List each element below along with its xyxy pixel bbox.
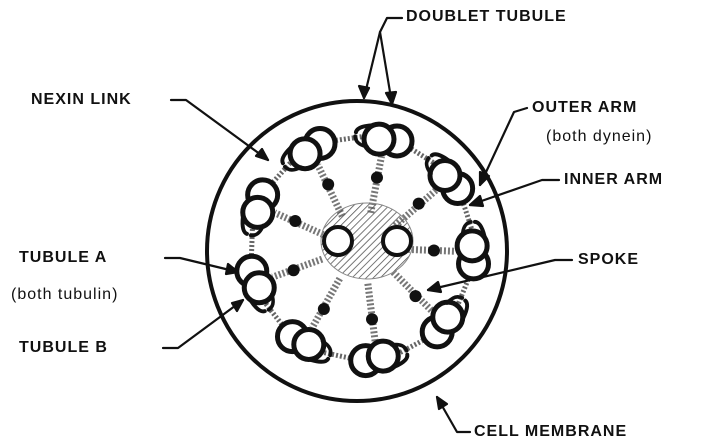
- tubule-a: [244, 273, 274, 303]
- label-cell-membrane: CELL MEMBRANE: [474, 423, 627, 441]
- outer-dynein-arm: [311, 359, 328, 362]
- tubule-a: [430, 161, 460, 191]
- doublet-tubule: [355, 124, 412, 156]
- leader-tubule-b: [163, 300, 243, 348]
- doublet-tubule: [351, 341, 408, 375]
- tubule-a: [290, 139, 320, 169]
- spoke-head: [428, 245, 440, 257]
- leader-nexin-link: [171, 100, 268, 160]
- tubule-a: [294, 329, 324, 359]
- tubule-a: [243, 197, 273, 227]
- spoke-head: [288, 264, 300, 276]
- label-tubule-a: TUBULE A: [19, 249, 107, 267]
- leader-doublet-tubule: [364, 18, 402, 98]
- spoke-head: [366, 313, 378, 325]
- spoke-head: [413, 198, 425, 210]
- spoke-head: [322, 178, 334, 190]
- arrowhead-spoke: [428, 282, 441, 292]
- outer-dynein-arm: [463, 301, 467, 318]
- arrowhead-doublet-1: [359, 86, 369, 98]
- label-outer-arm-note: (both dynein): [546, 128, 652, 146]
- label-nexin-link: NEXIN LINK: [31, 91, 132, 109]
- spoke-head: [289, 215, 301, 227]
- doublet-tubule: [457, 222, 488, 279]
- leader-spoke: [428, 260, 572, 290]
- label-inner-arm: INNER ARM: [564, 171, 663, 189]
- label-outer-arm: OUTER ARM: [532, 99, 637, 117]
- arrowhead-nexin: [256, 149, 268, 160]
- doublet-tubule: [277, 322, 330, 362]
- radial-spoke: [318, 165, 342, 216]
- inner-dynein-arm: [285, 167, 301, 170]
- spoke-head: [318, 303, 330, 315]
- leader-inner-arm: [470, 180, 559, 205]
- tubule-a: [364, 124, 394, 154]
- central-tubule-right: [383, 227, 411, 255]
- label-tubule-b: TUBULE B: [19, 339, 108, 357]
- label-spoke: SPOKE: [578, 251, 639, 269]
- label-doublet-tubule: DOUBLET TUBULE: [406, 8, 567, 26]
- central-apparatus: [321, 203, 413, 279]
- label-tubule-a-note: (both tubulin): [11, 286, 118, 304]
- inner-dynein-arm: [427, 158, 431, 174]
- doublet-tubule: [243, 180, 278, 236]
- spoke-head: [410, 290, 422, 302]
- spoke-head: [371, 172, 383, 184]
- arrowhead-cell-membrane: [437, 397, 447, 409]
- tubule-a: [433, 302, 463, 332]
- arrowhead-tubule-b: [232, 300, 243, 311]
- radial-spoke: [368, 284, 375, 341]
- radial-spoke: [312, 279, 340, 328]
- central-tubule-left: [324, 227, 352, 255]
